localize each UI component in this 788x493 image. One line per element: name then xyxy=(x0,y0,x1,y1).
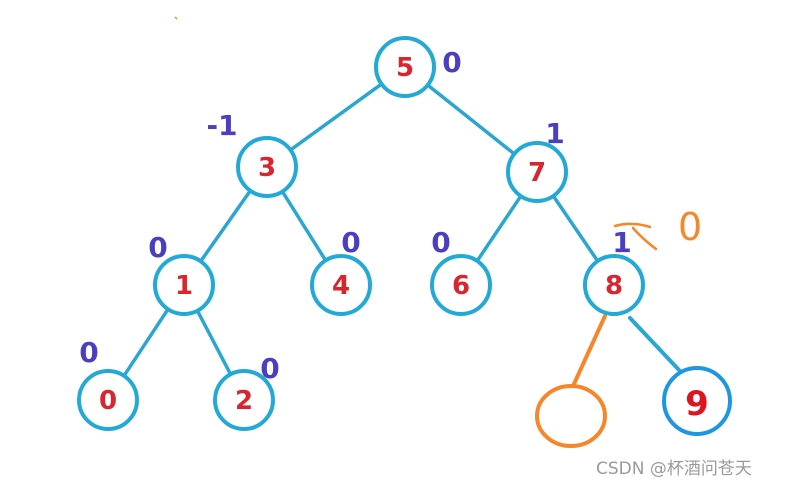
node-label: 6 xyxy=(452,271,470,301)
new-node-empty-left xyxy=(535,384,607,448)
balance-factor-5: 0 xyxy=(442,46,461,79)
node-label: 3 xyxy=(258,153,276,183)
tree-node-3: 3 xyxy=(236,136,298,198)
stray-mark xyxy=(174,16,178,20)
node-label: 1 xyxy=(175,271,193,301)
node-circle xyxy=(236,136,298,198)
tree-node-6: 6 xyxy=(430,254,492,316)
node-label: 4 xyxy=(332,271,350,301)
balance-factor-7: 1 xyxy=(545,117,564,150)
tree-node-1: 1 xyxy=(153,254,215,316)
balance-factor-8: 1 xyxy=(612,226,631,259)
corrected-balance-label: 0 xyxy=(678,205,702,249)
node-label: 5 xyxy=(396,53,414,83)
node-circle xyxy=(583,254,645,316)
watermark: CSDN @杯酒问苍天 xyxy=(596,459,752,479)
blue-edge xyxy=(628,316,681,372)
node-label: 8 xyxy=(605,271,623,301)
tree-node-4: 4 xyxy=(310,254,372,316)
node-label: 7 xyxy=(528,158,546,188)
balance-factor-3: -1 xyxy=(206,109,237,142)
node-label: 0 xyxy=(99,386,117,416)
node-circle xyxy=(506,141,568,203)
orange-edge xyxy=(572,314,607,386)
tree-node-2: 2 xyxy=(213,369,275,431)
tree-edges xyxy=(106,65,616,402)
balance-factor-4: 0 xyxy=(341,226,360,259)
balance-factor-1: 0 xyxy=(148,231,167,264)
tree-node-7: 7 xyxy=(506,141,568,203)
node-circle xyxy=(310,254,372,316)
node-circle xyxy=(430,254,492,316)
tree-node-5: 5 xyxy=(374,36,436,98)
node-label: 2 xyxy=(235,386,253,416)
node-circle xyxy=(374,36,436,98)
tree-node-0: 0 xyxy=(77,369,139,431)
balance-factor-6: 0 xyxy=(431,226,450,259)
new-node-9-label: 9 xyxy=(685,384,709,424)
node-circle xyxy=(153,254,215,316)
node-circle xyxy=(77,369,139,431)
balance-factor-0: 0 xyxy=(79,336,98,369)
tree-node-8: 8 xyxy=(583,254,645,316)
node-circle xyxy=(213,369,275,431)
balance-factor-2: 0 xyxy=(260,352,279,385)
new-node-9 xyxy=(662,366,732,436)
strike-mark xyxy=(613,222,658,251)
